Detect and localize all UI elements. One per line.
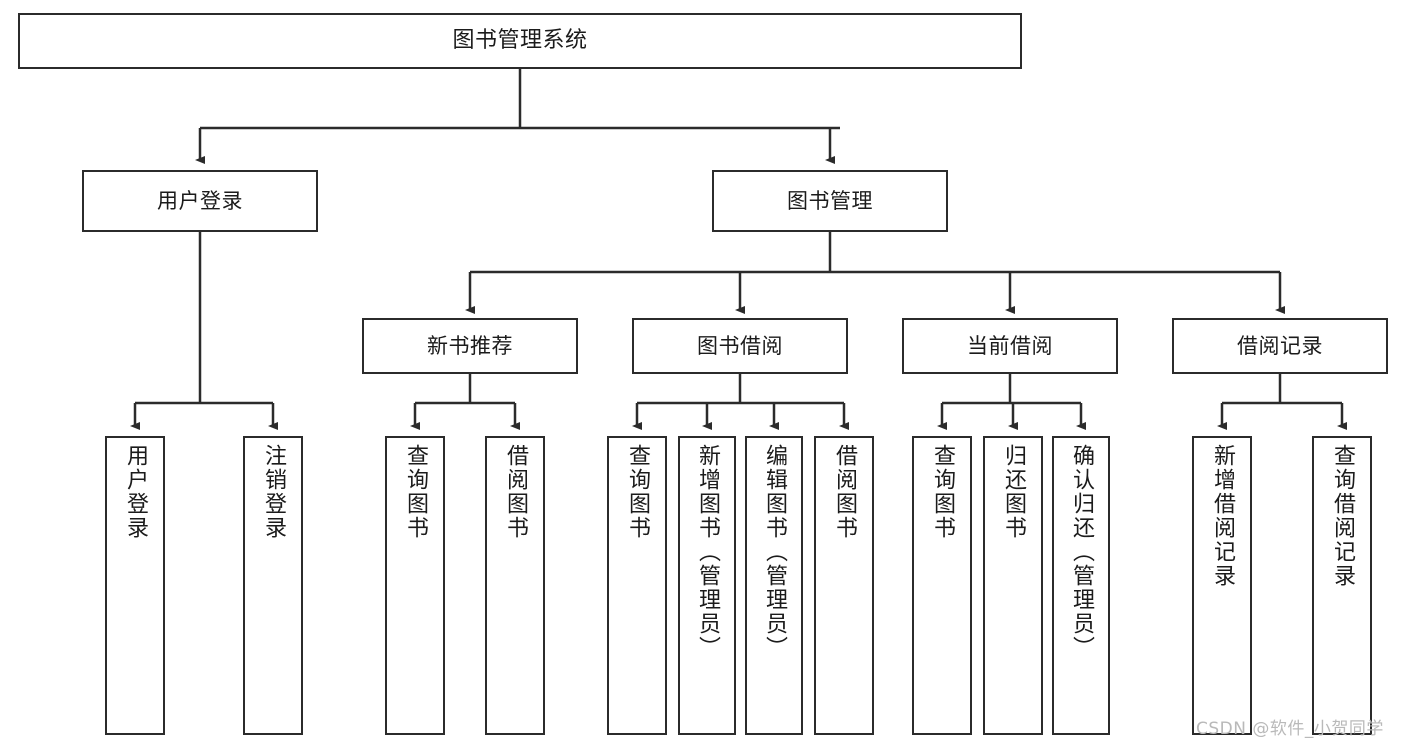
node-label: 确认归还（管理员） bbox=[1069, 444, 1094, 660]
leaf-add-borrow-record[interactable]: 新增借阅记录 bbox=[1192, 436, 1252, 735]
node-label: 图书管理 bbox=[787, 188, 873, 213]
node-label: 图书借阅 bbox=[697, 333, 783, 358]
csdn-watermark: CSDN @软件_小贺同学 bbox=[1196, 719, 1384, 739]
node-label: 查询图书 bbox=[403, 444, 428, 540]
node-label: 借阅图书 bbox=[832, 444, 857, 540]
leaf-user-login[interactable]: 用户登录 bbox=[105, 436, 165, 735]
node-label: 借阅图书 bbox=[503, 444, 528, 540]
leaf-query-borrow-record[interactable]: 查询借阅记录 bbox=[1312, 436, 1372, 735]
leaf-edit-book-admin[interactable]: 编辑图书（管理员） bbox=[745, 436, 803, 735]
leaf-add-book-admin[interactable]: 新增图书（管理员） bbox=[678, 436, 736, 735]
node-book-borrow[interactable]: 图书借阅 bbox=[632, 318, 848, 374]
node-label: 查询图书 bbox=[930, 444, 955, 540]
node-label: 用户登录 bbox=[157, 188, 243, 213]
node-label: 新增图书（管理员） bbox=[695, 444, 720, 660]
node-label: 归还图书 bbox=[1001, 444, 1026, 540]
node-borrow-record[interactable]: 借阅记录 bbox=[1172, 318, 1388, 374]
leaf-query-book-nbr[interactable]: 查询图书 bbox=[385, 436, 445, 735]
leaf-borrow-book-bb[interactable]: 借阅图书 bbox=[814, 436, 874, 735]
node-book-management[interactable]: 图书管理 bbox=[712, 170, 948, 232]
node-label: 借阅记录 bbox=[1237, 333, 1323, 358]
leaf-query-book-cb[interactable]: 查询图书 bbox=[912, 436, 972, 735]
node-label: 用户登录 bbox=[123, 444, 148, 540]
leaf-borrow-book-nbr[interactable]: 借阅图书 bbox=[485, 436, 545, 735]
node-label: 注销登录 bbox=[261, 444, 286, 540]
node-user-login[interactable]: 用户登录 bbox=[82, 170, 318, 232]
node-current-borrow[interactable]: 当前借阅 bbox=[902, 318, 1118, 374]
leaf-return-book[interactable]: 归还图书 bbox=[983, 436, 1043, 735]
node-new-book-recommend[interactable]: 新书推荐 bbox=[362, 318, 578, 374]
node-label: 新书推荐 bbox=[427, 333, 513, 358]
leaf-logout[interactable]: 注销登录 bbox=[243, 436, 303, 735]
node-label: 编辑图书（管理员） bbox=[762, 444, 787, 660]
leaf-confirm-return-admin[interactable]: 确认归还（管理员） bbox=[1052, 436, 1110, 735]
node-label: 查询图书 bbox=[625, 444, 650, 540]
node-root-system[interactable]: 图书管理系统 bbox=[18, 13, 1022, 69]
node-label: 查询借阅记录 bbox=[1330, 444, 1355, 588]
node-label: 当前借阅 bbox=[967, 333, 1053, 358]
node-label: 图书管理系统 bbox=[452, 28, 588, 54]
leaf-query-book-bb[interactable]: 查询图书 bbox=[607, 436, 667, 735]
node-label: 新增借阅记录 bbox=[1210, 444, 1235, 588]
